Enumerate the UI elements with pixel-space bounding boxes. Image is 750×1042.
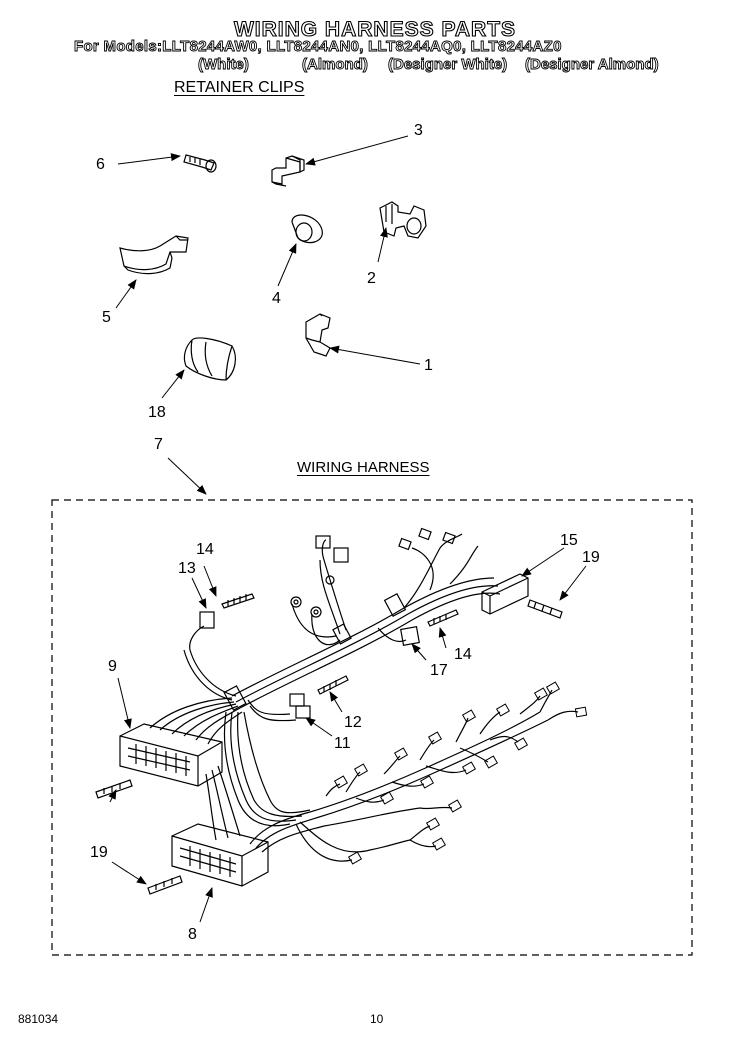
callout-13: 13 [178,560,196,577]
part-4-ring-clip [291,214,323,244]
retainer-clips-heading: RETAINER CLIPS [174,79,305,96]
connector-15 [481,573,529,615]
connector-block-9 [119,723,223,787]
terminal-19-left-top [95,779,133,799]
page-number: 10 [370,1012,384,1026]
callout-5: 5 [102,309,111,326]
wiring-harness-heading: WIRING HARNESS [297,459,430,476]
callout-2: 2 [367,270,376,287]
callout-19-left: 19 [90,844,108,861]
terminal-14-right [427,609,459,627]
upper-leads [290,527,479,646]
terminal-14-left [221,593,255,609]
part-5-strap-clip [119,235,189,275]
part-1-bracket-clip [305,313,331,357]
variant-designer-almond: (Designer Almond) [525,56,660,74]
harness-main-trunk [223,577,501,711]
harness-kit-border [51,499,693,956]
variant-white: (White) [198,56,250,74]
terminal-19-right [527,599,563,619]
callout-1: 1 [424,357,433,374]
callout-7: 7 [154,436,163,453]
page-title: WIRING HARNESS PARTS [233,17,517,41]
callout-4: 4 [272,290,281,307]
callout-3: 3 [414,122,423,139]
part-6-push-clip [183,154,217,173]
callout-14-right: 14 [454,646,472,663]
variant-designer-white: (Designer White) [388,56,508,74]
document-number: 881034 [18,1012,59,1026]
callout-9: 9 [108,658,117,675]
callout-8: 8 [188,926,197,943]
variant-almond: (Almond) [302,56,369,74]
part-18-sleeve [183,337,236,381]
callout-18: 18 [148,404,166,421]
callout-14-left: 14 [196,541,214,558]
wire-bundle-lower [149,697,325,853]
callout-15: 15 [560,532,578,549]
model-list: For Models:LLT8244AW0, LLT8244AN0, LLT82… [74,38,562,56]
connector-block-8 [171,823,269,887]
callout-19-right: 19 [582,549,600,566]
part-2-cable-clip [379,201,427,239]
callout-12: 12 [344,714,362,731]
terminal-19-left-bottom [147,875,183,895]
terminal-12 [317,675,349,695]
right-fanout-leads [295,681,588,865]
leader-lines [108,135,587,923]
branch-13 [183,611,237,701]
callout-11: 11 [334,735,351,752]
callout-17: 17 [430,662,448,679]
part-3-hook-clip [271,155,305,187]
connector-11 [247,693,311,722]
callout-6: 6 [96,156,105,173]
